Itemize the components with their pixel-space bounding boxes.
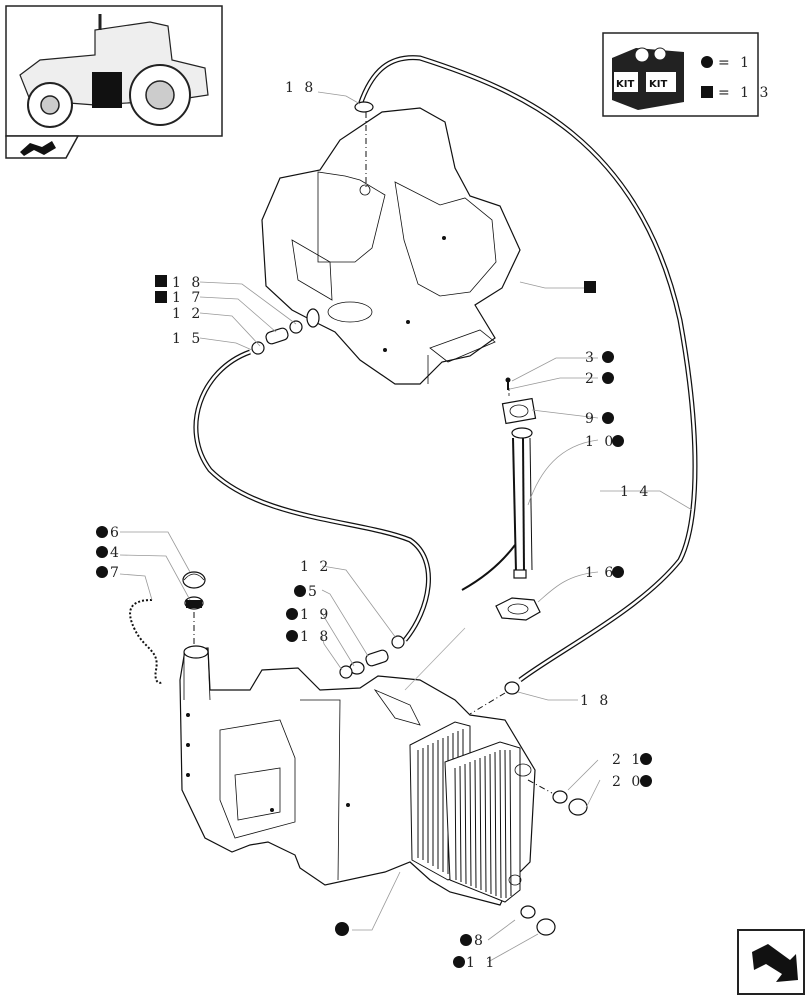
label-7: 7 <box>110 565 122 581</box>
label-16: 1 6 <box>585 565 616 581</box>
callouts: 1 8 1 8 1 7 1 2 1 5 3 2 9 1 0 1 4 1 6 6 … <box>96 80 652 971</box>
circle-marker <box>602 351 614 363</box>
label-9: 9 <box>585 411 597 427</box>
upper-fittings <box>251 320 303 355</box>
kit-box-icon: KIT KIT <box>612 47 684 110</box>
nav-arrow-icon[interactable] <box>5 135 80 159</box>
lower-fuel-tank <box>179 645 536 906</box>
cap-chain <box>129 599 163 684</box>
kit-text-2: KIT <box>649 79 667 90</box>
square-marker <box>584 281 596 293</box>
label-11: 1 1 <box>466 955 497 971</box>
circle-marker <box>286 608 298 620</box>
circle-marker <box>612 566 624 578</box>
tractor-thumbnail-icon[interactable] <box>5 5 223 137</box>
circle-marker <box>640 753 652 765</box>
label-19: 1 9 <box>300 607 331 623</box>
circle-marker <box>640 775 652 787</box>
circle-marker <box>96 546 108 558</box>
fuel-level-sender <box>461 377 541 621</box>
square-marker <box>701 86 713 98</box>
square-legend-value: = 1 3 <box>718 85 771 101</box>
label-20: 2 0 <box>612 774 643 790</box>
circle-marker <box>96 566 108 578</box>
circle-marker <box>701 56 713 68</box>
label-17: 1 7 <box>172 290 203 306</box>
label-18-right: 1 8 <box>580 693 611 709</box>
label-21: 2 1 <box>612 752 643 768</box>
label-10: 1 0 <box>585 434 616 450</box>
label-18-lower: 1 8 <box>300 629 331 645</box>
circle-legend-value: = 1 <box>718 55 752 71</box>
circle-marker <box>294 585 306 597</box>
leader-lines <box>119 91 693 963</box>
filler-cap <box>182 571 206 645</box>
label-12-lower: 1 2 <box>300 559 331 575</box>
label-18-upper: 1 8 <box>172 275 203 291</box>
label-14: 1 4 <box>620 484 651 500</box>
label-8: 8 <box>474 933 486 949</box>
kit-legend: KIT KIT = 1 = 1 3 <box>602 32 771 117</box>
label-18-top: 1 8 <box>285 80 316 96</box>
label-6: 6 <box>110 525 122 541</box>
label-2: 2 <box>585 371 597 387</box>
circle-marker <box>453 956 465 968</box>
upper-fuel-tank <box>261 107 521 385</box>
label-5: 5 <box>308 584 320 600</box>
circle-marker <box>460 934 472 946</box>
circle-marker <box>335 922 349 936</box>
circle-marker <box>602 412 614 424</box>
circle-marker <box>612 435 624 447</box>
circle-marker <box>602 372 614 384</box>
label-3: 3 <box>585 350 597 366</box>
lower-fittings <box>339 635 405 679</box>
circle-marker <box>96 526 108 538</box>
square-marker <box>155 275 167 287</box>
label-15: 1 5 <box>172 331 203 347</box>
clamp-18-top <box>354 101 374 113</box>
square-marker <box>155 291 167 303</box>
circle-marker <box>286 630 298 642</box>
label-4: 4 <box>110 545 122 561</box>
clamp-18-right <box>504 681 520 695</box>
kit-text-1: KIT <box>616 79 634 90</box>
back-navigation-icon[interactable] <box>737 929 805 995</box>
label-12-upper: 1 2 <box>172 306 203 322</box>
